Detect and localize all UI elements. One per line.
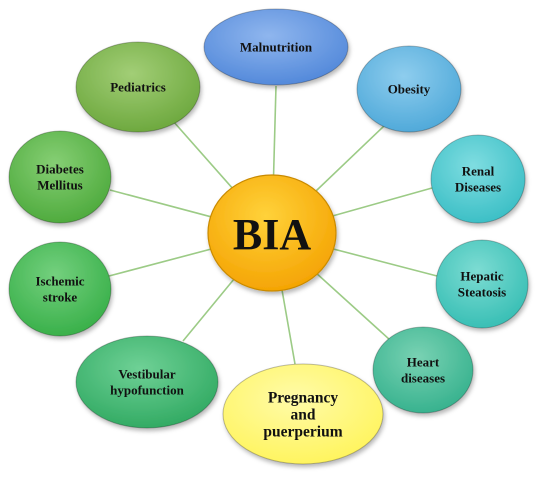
node-malnutrition-label: Malnutrition <box>240 40 313 55</box>
node-obesity-label: Obesity <box>388 82 431 97</box>
node-pregnancy-label: Pregnancy <box>268 389 339 406</box>
node-pregnancy-shape <box>222 363 384 465</box>
node-ischemic-label: Ischemic <box>35 274 84 289</box>
node-diabetes-label: Mellitus <box>37 178 83 193</box>
outer-nodes: MalnutritionObesityRenalDiseasesHepaticS… <box>8 8 529 465</box>
node-pregnancy-label: and <box>291 406 316 423</box>
center-node-shape <box>207 174 337 292</box>
node-pediatrics: Pediatrics <box>75 41 201 133</box>
node-obesity-shape <box>356 45 462 133</box>
node-ischemic-shape <box>8 241 112 337</box>
node-malnutrition-shape <box>203 8 349 86</box>
node-vestibular-label: Vestibular <box>118 367 176 382</box>
node-ischemic-label: stroke <box>43 290 78 305</box>
node-pediatrics-shape <box>75 41 201 133</box>
center-label: BIA <box>233 210 311 259</box>
node-diabetes-label: Diabetes <box>36 162 84 177</box>
node-renal-shape <box>430 134 526 224</box>
node-hepatic-shape <box>435 239 529 329</box>
center-node: BIA <box>207 174 337 292</box>
node-pediatrics-label: Pediatrics <box>110 80 166 95</box>
node-obesity: Obesity <box>356 45 462 133</box>
node-renal-label: Renal <box>462 164 495 179</box>
node-vestibular-label: hypofunction <box>110 383 184 398</box>
node-pregnancy-label: puerperium <box>263 423 342 440</box>
node-hepatic-label: Steatosis <box>458 285 506 300</box>
node-vestibular-shape <box>75 335 219 429</box>
node-heart-shape <box>372 326 474 414</box>
node-heart-label: diseases <box>401 371 445 386</box>
node-hepatic-label: Hepatic <box>460 269 504 284</box>
node-heart-label: Heart <box>407 355 440 370</box>
node-diabetes-shape <box>8 130 112 224</box>
node-malnutrition: Malnutrition <box>203 8 349 86</box>
node-renal-label: Diseases <box>455 180 501 195</box>
